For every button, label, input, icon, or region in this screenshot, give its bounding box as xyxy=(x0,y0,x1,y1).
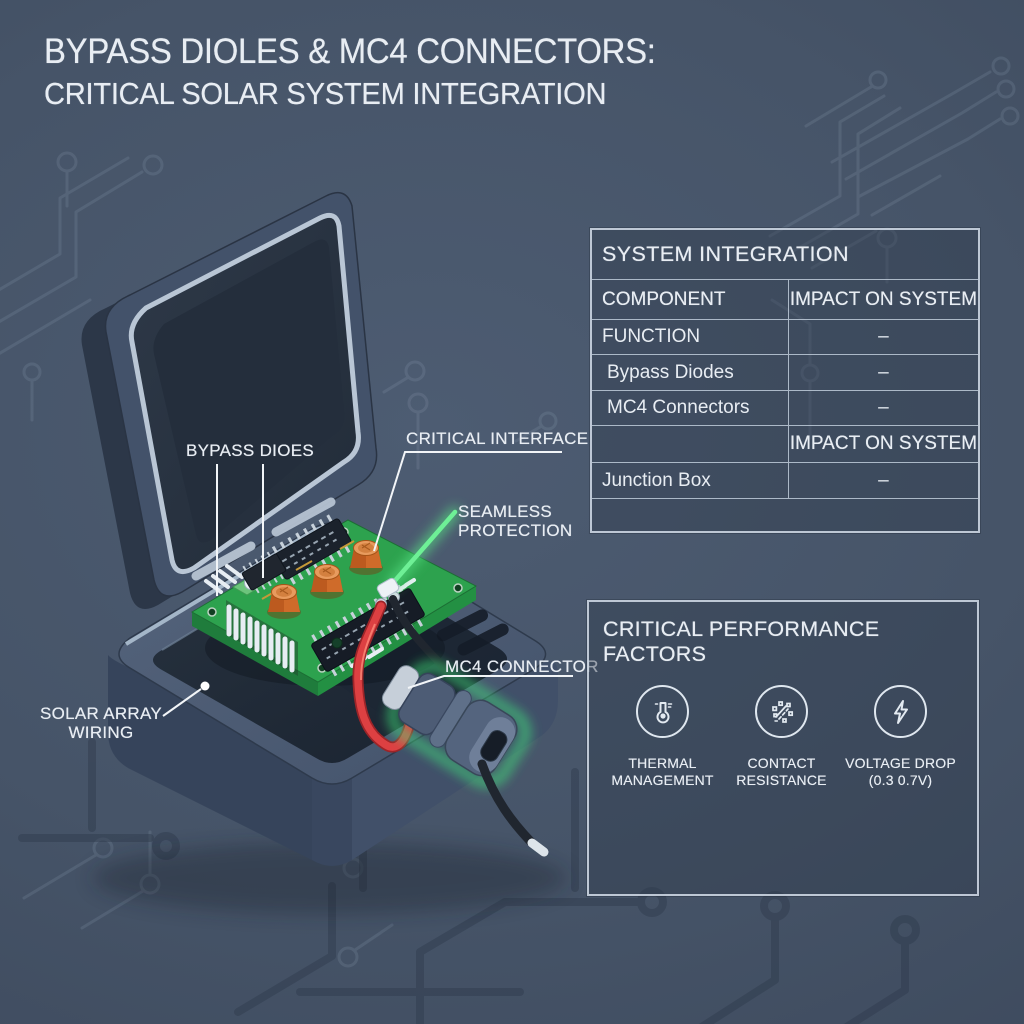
protection-beam xyxy=(376,507,460,599)
callout-solar-array-wiring: SOLAR ARRAY WIRING xyxy=(39,704,163,742)
cell-impact: – xyxy=(878,469,889,491)
solar-leader-dot xyxy=(200,681,210,691)
callout-bypass-diodes: BYPASS DIOES xyxy=(186,441,314,460)
table-empty-row xyxy=(592,499,978,531)
mc4-leader xyxy=(407,675,573,689)
panel-title: CRITICAL PERFORMANCE FACTORS xyxy=(603,617,880,666)
cell-component xyxy=(592,426,789,462)
page-title: BYPASS DIOLES & MC4 CONNECTORS: CRITICAL… xyxy=(44,34,656,109)
factor-voltage: VOLTAGE DROP (0.3 0.7V) xyxy=(841,685,960,789)
table-row: IMPACT ON SYSTEM xyxy=(592,426,978,463)
contact-resistance-icon xyxy=(755,685,808,738)
col-header-impact: IMPACT ON SYSTEM xyxy=(789,288,978,310)
system-integration-panel: SYSTEM INTEGRATION COMPONENT IMPACT ON S… xyxy=(590,228,980,533)
callout-seamless-protection: SEAMLESS PROTECTION xyxy=(458,502,573,540)
junction-box-lid xyxy=(81,191,378,609)
factor-label: CONTACT RESISTANCE xyxy=(736,755,827,788)
table-row: FUNCTION – xyxy=(592,320,978,355)
cell-impact: IMPACT ON SYSTEM xyxy=(789,433,978,454)
table-row: Junction Box – xyxy=(592,463,978,499)
bypass-diode-components xyxy=(267,540,383,619)
diode-cap-1 xyxy=(267,584,301,619)
heatsink-fins xyxy=(226,604,295,673)
lightning-icon xyxy=(874,685,927,738)
callout-critical-interface: CRITICAL INTERFACE xyxy=(406,429,589,448)
cell-component: MC4 Connectors xyxy=(592,391,789,425)
factor-thermal: THERMAL MANAGEMENT xyxy=(603,685,722,789)
callout-mc4-connector: MC4 CONNECTOR xyxy=(445,657,599,676)
panel-title: SYSTEM INTEGRATION xyxy=(602,242,849,266)
factor-label: THERMAL MANAGEMENT xyxy=(611,755,714,788)
lid-hinge-bars xyxy=(191,497,336,581)
cell-component: Bypass Diodes xyxy=(592,355,789,390)
title-line-2: CRITICAL SOLAR SYSTEM INTEGRATION xyxy=(44,76,607,111)
table-row: Bypass Diodes – xyxy=(592,355,978,391)
callout-leader-lines xyxy=(162,451,573,717)
table-title-row: SYSTEM INTEGRATION xyxy=(592,230,978,280)
factor-contact: CONTACT RESISTANCE xyxy=(722,685,841,789)
diode-cap-3 xyxy=(349,540,383,575)
cell-impact: – xyxy=(878,326,889,347)
cell-component: FUNCTION xyxy=(592,320,789,354)
solar-leader xyxy=(162,688,202,717)
factors-row: THERMAL MANAGEMENT C xyxy=(603,685,963,789)
title-line-1: BYPASS DIOLES & MC4 CONNECTORS: xyxy=(44,32,656,71)
table-row: MC4 Connectors – xyxy=(592,391,978,426)
factor-label: VOLTAGE DROP (0.3 0.7V) xyxy=(845,755,956,788)
cell-component: Junction Box xyxy=(592,463,789,498)
critical-performance-panel: CRITICAL PERFORMANCE FACTORS THERMAL MAN… xyxy=(587,600,979,896)
thermometer-icon xyxy=(636,685,689,738)
cell-impact: – xyxy=(878,397,889,418)
critical-interface-leader xyxy=(373,451,562,552)
connector-pins xyxy=(204,564,244,594)
cell-impact: – xyxy=(878,361,889,383)
output-cable xyxy=(477,759,549,857)
diode-cap-2 xyxy=(310,564,344,599)
mc4-connector-graphic xyxy=(381,662,530,787)
col-header-component: COMPONENT xyxy=(592,280,789,319)
interior-slots xyxy=(436,609,509,656)
table-header-row: COMPONENT IMPACT ON SYSTEM xyxy=(592,280,978,320)
